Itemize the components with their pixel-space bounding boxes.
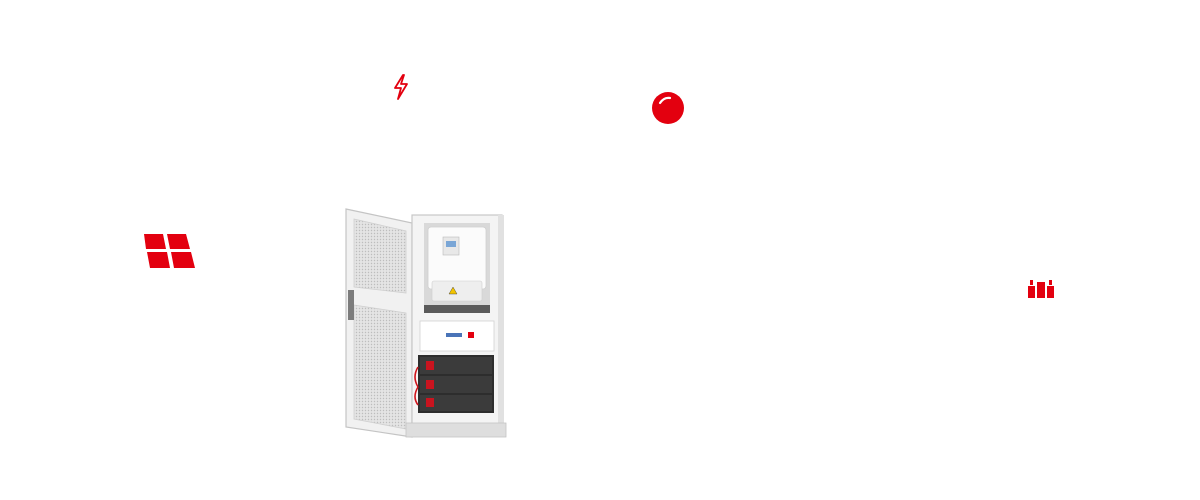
breaker-panel: [419, 320, 495, 352]
load-icon: [1027, 280, 1055, 298]
grid-node-icon: [650, 91, 686, 125]
cabinet-body: [405, 214, 507, 438]
inverter-unit: [424, 223, 490, 313]
solar-panel-icon: [140, 233, 196, 269]
lightning-icon: [392, 74, 410, 100]
energy-storage-cabinet: [340, 205, 550, 440]
battery-modules: [414, 355, 494, 413]
cabinet-door: [345, 208, 413, 438]
